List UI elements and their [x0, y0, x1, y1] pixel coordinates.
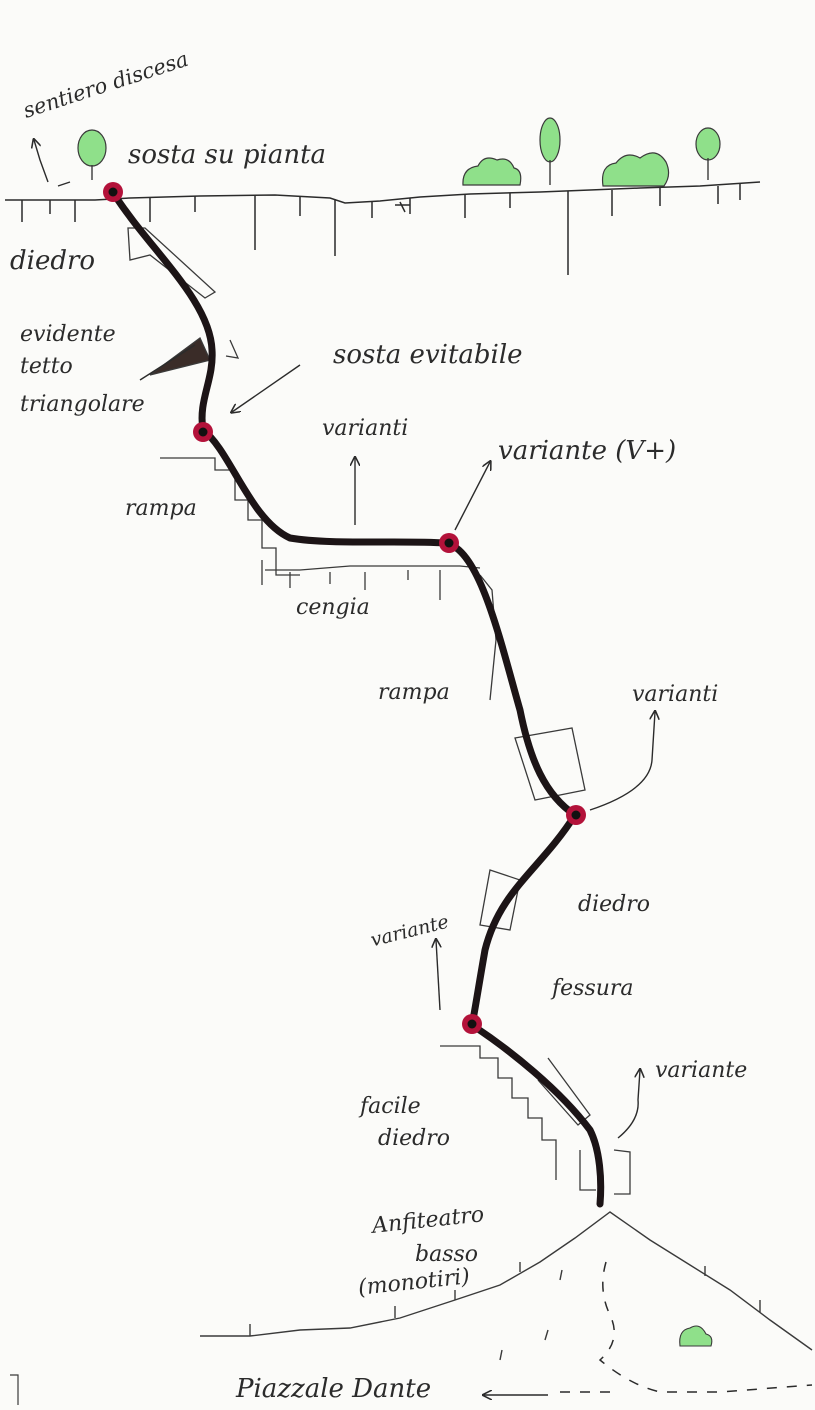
- tree-icon: [77, 129, 107, 180]
- descent-trail: [34, 140, 71, 187]
- bush-icon: [462, 157, 522, 186]
- label-variante-v: variante (V+): [498, 436, 677, 466]
- label-diedro-mid: diedro: [578, 892, 650, 917]
- belay-icon: [462, 1014, 482, 1034]
- label-rampa-1: rampa: [125, 496, 197, 521]
- belay-stations: [103, 182, 586, 1034]
- label-tetto: tetto: [20, 354, 73, 379]
- route-line: [110, 190, 605, 1208]
- label-piazzale-dante: Piazzale Dante: [236, 1374, 432, 1404]
- label-diedro-low: diedro: [378, 1126, 450, 1151]
- belay-icon: [193, 422, 213, 442]
- belay-icon: [439, 533, 459, 553]
- bush-icon: [601, 152, 670, 187]
- label-evidente: evidente: [20, 322, 116, 347]
- bush-icon: [679, 1325, 713, 1347]
- label-varianti-1: varianti: [322, 416, 409, 441]
- label-facile: facile: [360, 1094, 421, 1119]
- label-diedro-top: diedro: [10, 246, 96, 276]
- tree-icon: [539, 117, 561, 185]
- label-sosta-evitabile: sosta evitabile: [333, 340, 523, 370]
- edge-mark: [10, 1374, 19, 1405]
- descent-path-dashed: [560, 1261, 813, 1393]
- tree-icon: [695, 127, 721, 180]
- label-basso: basso: [415, 1242, 479, 1267]
- label-cengia: cengia: [296, 595, 370, 620]
- rock-features: [127, 227, 631, 1195]
- annotation-arrows: [139, 344, 655, 1395]
- label-fessura: fessura: [552, 976, 634, 1001]
- top-rim: [5, 181, 761, 275]
- belay-icon: [103, 182, 123, 202]
- label-variante-2: variante: [655, 1058, 748, 1083]
- label-sosta-su-pianta: sosta su pianta: [128, 140, 327, 170]
- belay-icon: [566, 805, 586, 825]
- label-triangolare: triangolare: [20, 392, 145, 417]
- trees: [77, 117, 721, 1347]
- label-sentiero-discesa: sentiero discesa: [20, 47, 191, 123]
- label-rampa-2: rampa: [378, 680, 450, 705]
- amphitheatre: [200, 1211, 813, 1361]
- label-varianti-2: varianti: [632, 682, 719, 707]
